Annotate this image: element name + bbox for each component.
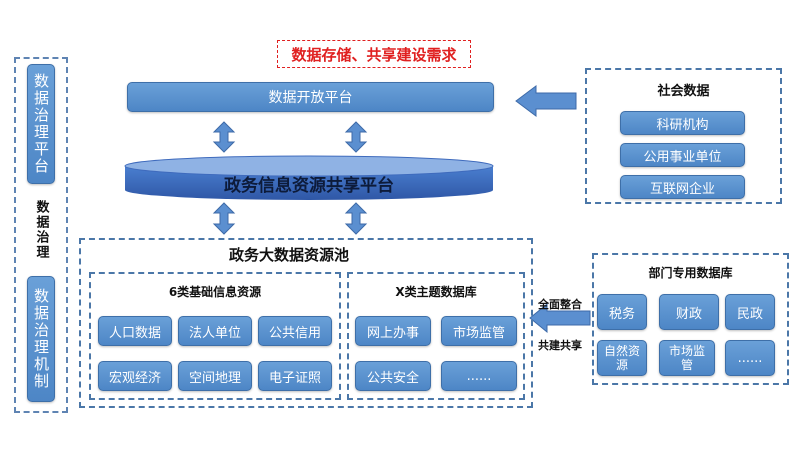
integration-label: 共建共享 xyxy=(538,339,582,352)
double-arrow-icon xyxy=(212,121,368,153)
dept-item[interactable]: 市场监管 xyxy=(659,340,715,376)
thematic-item[interactable]: 网上办事 xyxy=(355,316,431,346)
title-banner-text: 数据存储、共享建设需求 xyxy=(291,45,457,64)
basic-item[interactable]: 电子证照 xyxy=(258,361,332,391)
social-item[interactable]: 科研机构 xyxy=(620,111,745,135)
basic-item[interactable]: 法人单位 xyxy=(178,316,252,346)
governance-platform-box[interactable]: 数据治理平台 xyxy=(27,64,55,184)
open-platform-bar[interactable]: 数据开放平台 xyxy=(127,82,494,112)
dept-db-title: 部门专用数据库 xyxy=(648,266,733,280)
dept-item[interactable]: 财政 xyxy=(659,294,719,330)
integration-label: 全面整合 xyxy=(538,298,582,311)
social-data-panel xyxy=(585,68,782,204)
basic-item[interactable]: 宏观经济 xyxy=(98,361,172,391)
social-data-title: 社会数据 xyxy=(657,84,710,99)
dept-item[interactable]: 自然资源 xyxy=(597,340,647,376)
sharing-platform-cylinder xyxy=(124,155,494,200)
sharing-platform-label: 政务信息资源共享平台 xyxy=(224,175,394,196)
basic-item[interactable]: 人口数据 xyxy=(98,316,172,346)
basic-item[interactable]: 公共信用 xyxy=(258,316,332,346)
data-pool-title: 政务大数据资源池 xyxy=(228,246,349,264)
governance-panel xyxy=(14,57,68,413)
basic-item[interactable]: 空间地理 xyxy=(178,361,252,391)
left-arrow-icon xyxy=(529,302,591,334)
social-item[interactable]: 互联网企业 xyxy=(620,175,745,199)
social-item[interactable]: 公用事业单位 xyxy=(620,143,745,167)
thematic-item[interactable]: 市场监管 xyxy=(441,316,517,346)
double-arrow-icon xyxy=(212,202,368,235)
title-banner: 数据存储、共享建设需求 xyxy=(277,40,471,68)
left-arrow-icon xyxy=(515,85,577,117)
governance-mechanism-label: 数据治理机制 xyxy=(32,288,50,390)
dept-item[interactable]: 税务 xyxy=(597,294,647,330)
governance-platform-label: 数据治理平台 xyxy=(32,73,50,175)
thematic-db-frame xyxy=(347,272,525,400)
dept-db-panel xyxy=(592,253,789,385)
thematic-db-title: X类主题数据库 xyxy=(395,285,477,299)
dept-item[interactable]: ...... xyxy=(725,340,775,376)
basic-resources-title: 6类基础信息资源 xyxy=(168,285,262,299)
basic-resources-frame xyxy=(89,272,341,400)
dept-item[interactable]: 民政 xyxy=(725,294,775,330)
thematic-item[interactable]: 公共安全 xyxy=(355,361,431,391)
governance-label: 数据治理 xyxy=(33,200,49,260)
governance-mechanism-box[interactable]: 数据治理机制 xyxy=(27,276,55,402)
thematic-item[interactable]: ...... xyxy=(441,361,517,391)
data-pool-frame xyxy=(79,238,533,408)
